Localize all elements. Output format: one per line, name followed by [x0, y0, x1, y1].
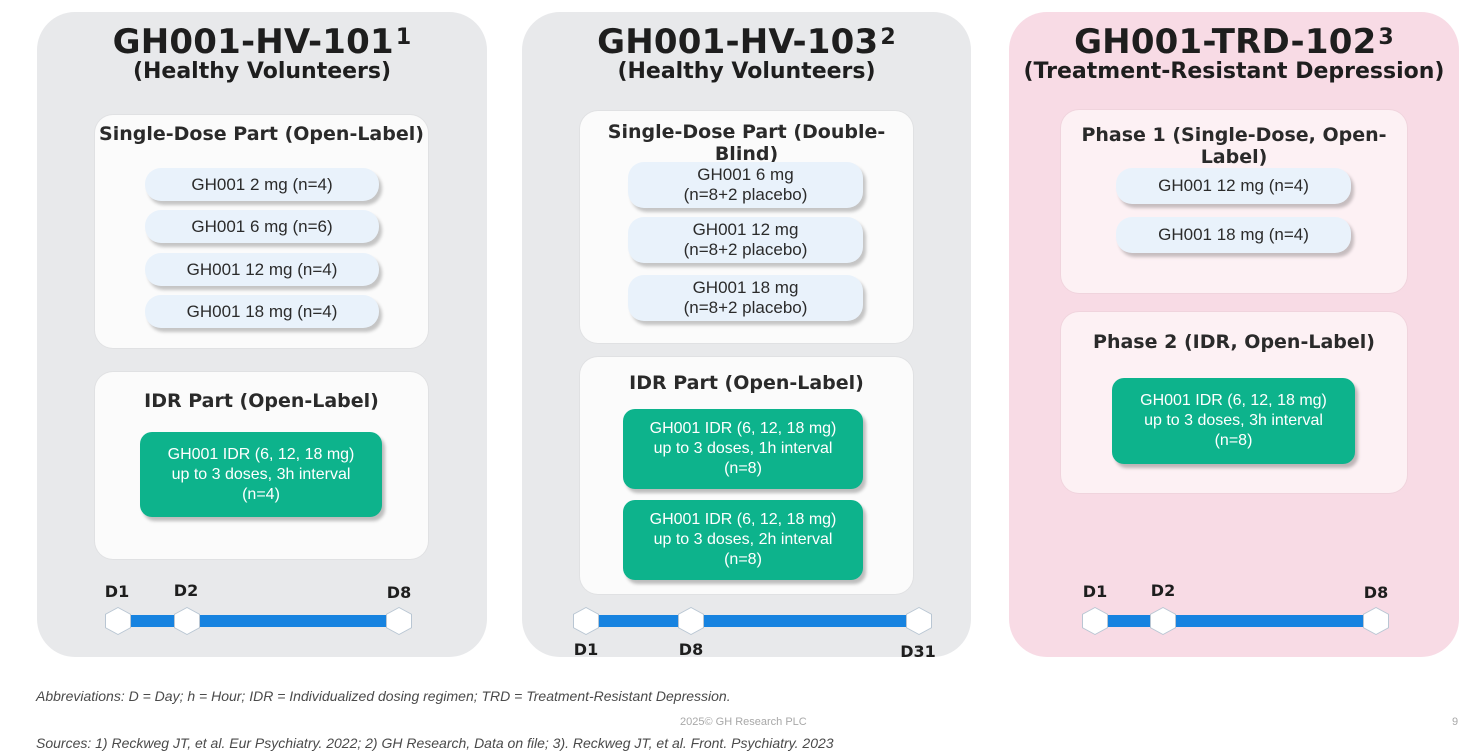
- idr-cohort-pill: GH001 IDR (6, 12, 18 mg) up to 3 doses, …: [1112, 378, 1355, 464]
- box-title: Phase 1 (Single-Dose, Open-Label): [1081, 124, 1387, 168]
- study-panel-trd-102: GH001-TRD-1023 (Treatment-Resistant Depr…: [1009, 12, 1459, 657]
- timeline-bar: [118, 615, 400, 627]
- reference-superscript: 2: [880, 25, 896, 50]
- idr-n-line: (n=8): [724, 460, 762, 477]
- dose-cohort-pill: GH001 2 mg (n=4): [145, 168, 379, 201]
- dose-cohort-pill: GH001 18 mg (n=4): [1116, 217, 1351, 253]
- dose-cohort-pill: GH001 12 mg (n=8+2 placebo): [628, 217, 863, 263]
- study-population: (Treatment-Resistant Depression): [1023, 59, 1445, 84]
- idr-part-box: IDR Part (Open-Label) GH001 IDR (6, 12, …: [580, 357, 913, 594]
- dose-line: GH001 18 mg: [692, 278, 799, 297]
- timeline-label: D1: [1082, 582, 1108, 601]
- idr-part-box: IDR Part (Open-Label) GH001 IDR (6, 12, …: [95, 372, 428, 559]
- reference-superscript: 3: [1378, 25, 1394, 50]
- panel-title: GH001-HV-1032 (Healthy Volunteers): [522, 24, 971, 84]
- study-panel-hv-103: GH001-HV-1032 (Healthy Volunteers) Singl…: [522, 12, 971, 661]
- box-title: IDR Part (Open-Label): [629, 372, 864, 394]
- study-population: (Healthy Volunteers): [617, 59, 876, 84]
- dose-cohort-pill: GH001 18 mg (n=4): [145, 295, 379, 328]
- timeline-label: D31: [900, 642, 936, 661]
- idr-interval-line: up to 3 doses, 2h interval: [653, 531, 833, 548]
- box-title: Single-Dose Part (Double-Blind): [607, 121, 886, 165]
- box-title: Single-Dose Part (Open-Label): [99, 123, 424, 145]
- phase-2-box: Phase 2 (IDR, Open-Label) GH001 IDR (6, …: [1061, 312, 1407, 493]
- timeline-label: D8: [386, 583, 412, 602]
- dose-cohort-pill: GH001 6 mg (n=8+2 placebo): [628, 162, 863, 208]
- idr-dose-line: GH001 IDR (6, 12, 18 mg): [167, 445, 355, 463]
- dose-cohort-pill: GH001 12 mg (n=4): [145, 253, 379, 286]
- panel-title: GH001-TRD-1023 (Treatment-Resistant Depr…: [1009, 24, 1459, 84]
- idr-dose-line: GH001 IDR (6, 12, 18 mg): [649, 420, 837, 437]
- timeline-label: D2: [173, 581, 199, 600]
- reference-superscript: 1: [395, 25, 412, 50]
- idr-n-line: (n=8): [1214, 432, 1253, 449]
- study-name: GH001-HV-101: [112, 22, 394, 62]
- idr-dose-line: GH001 IDR (6, 12, 18 mg): [649, 511, 837, 528]
- timeline-bar: [1095, 615, 1377, 627]
- study-name: GH001-TRD-102: [1074, 22, 1377, 62]
- study-population: (Healthy Volunteers): [132, 59, 392, 84]
- copyright: 2025© GH Research PLC: [680, 716, 807, 728]
- timeline-label: D2: [1150, 581, 1176, 600]
- sources-note: Sources: 1) Reckweg JT, et al. Eur Psych…: [36, 735, 834, 751]
- idr-n-line: (n=4): [242, 485, 280, 503]
- study-panel-hv-101: GH001-HV-1011 (Healthy Volunteers) Singl…: [37, 12, 487, 657]
- study-name: GH001-HV-103: [597, 22, 879, 62]
- single-dose-part-box: Single-Dose Part (Double-Blind) GH001 6 …: [580, 111, 913, 343]
- dose-line: GH001 12 mg: [692, 220, 799, 239]
- idr-n-line: (n=8): [724, 551, 762, 568]
- idr-cohort-pill: GH001 IDR (6, 12, 18 mg) up to 3 doses, …: [140, 432, 382, 517]
- dose-cohort-pill: GH001 12 mg (n=4): [1116, 168, 1351, 204]
- idr-dose-line: GH001 IDR (6, 12, 18 mg): [1140, 392, 1327, 409]
- timeline-label: D1: [573, 640, 599, 659]
- single-dose-part-box: Single-Dose Part (Open-Label) GH001 2 mg…: [95, 115, 428, 348]
- panel-title: GH001-HV-1011 (Healthy Volunteers): [37, 24, 487, 84]
- idr-interval-line: up to 3 doses, 1h interval: [653, 440, 833, 457]
- n-line: (n=8+2 placebo): [683, 240, 808, 259]
- timeline-label: D8: [1363, 583, 1389, 602]
- idr-interval-line: up to 3 doses, 3h interval: [171, 465, 351, 483]
- box-title: IDR Part (Open-Label): [144, 390, 379, 412]
- n-line: (n=8+2 placebo): [683, 298, 808, 317]
- idr-cohort-pill: GH001 IDR (6, 12, 18 mg) up to 3 doses, …: [623, 500, 863, 580]
- abbreviations-note: Abbreviations: D = Day; h = Hour; IDR = …: [36, 688, 731, 704]
- timeline-label: D8: [678, 640, 704, 659]
- n-line: (n=8+2 placebo): [683, 185, 808, 204]
- timeline-label: D1: [104, 582, 130, 601]
- box-title: Phase 2 (IDR, Open-Label): [1093, 331, 1375, 353]
- dose-cohort-pill: GH001 18 mg (n=8+2 placebo): [628, 275, 863, 321]
- page-number: 9: [1452, 716, 1459, 728]
- phase-1-box: Phase 1 (Single-Dose, Open-Label) GH001 …: [1061, 110, 1407, 293]
- idr-cohort-pill: GH001 IDR (6, 12, 18 mg) up to 3 doses, …: [623, 409, 863, 489]
- dose-cohort-pill: GH001 6 mg (n=6): [145, 210, 379, 243]
- dose-line: GH001 6 mg: [697, 165, 794, 184]
- idr-interval-line: up to 3 doses, 3h interval: [1144, 412, 1323, 429]
- timeline-bar: [585, 615, 919, 627]
